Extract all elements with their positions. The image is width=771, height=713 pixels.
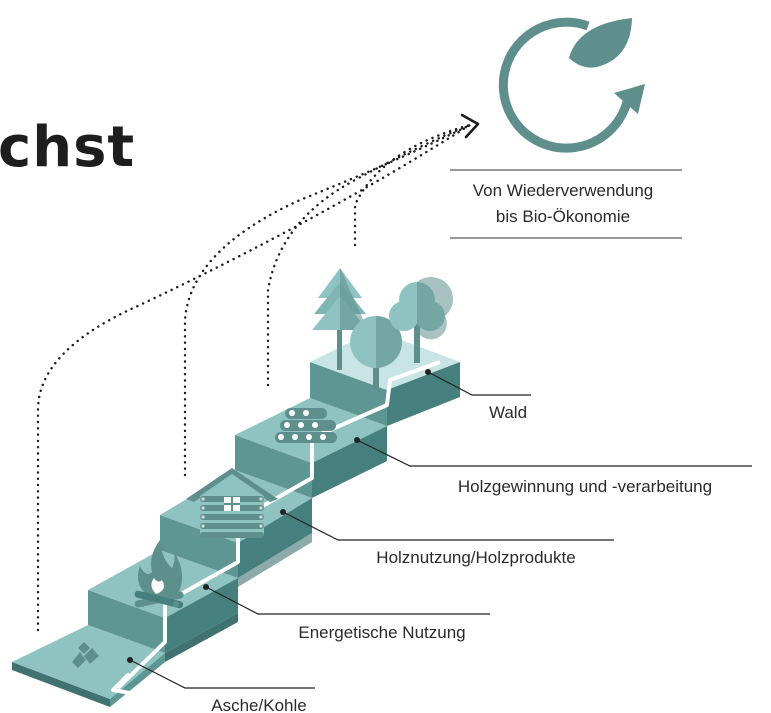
log-cabin-icon	[186, 468, 278, 538]
label-energie: Energetische Nutzung	[298, 623, 465, 642]
recycle-leaf-icon	[498, 17, 645, 153]
flow-arrow-icon	[111, 673, 132, 695]
dotted-arrow-energie	[183, 123, 472, 477]
label-holzgewinnung: Holzgewinnung und -verarbeitung	[458, 477, 712, 496]
forest-icon	[312, 268, 454, 390]
economy-label-line1: Von Wiederverwendung	[473, 181, 654, 200]
ash-icon	[72, 642, 99, 668]
label-wald: Wald	[489, 403, 527, 422]
log-pile-icon	[275, 408, 337, 443]
label-asche: Asche/Kohle	[211, 696, 306, 713]
cascade-arrows	[36, 113, 480, 632]
dotted-arrow-asche	[36, 123, 472, 632]
dotted-arrow-holznutzung	[266, 123, 472, 387]
campfire-icon	[134, 540, 184, 609]
page-heading: chst	[0, 115, 135, 180]
label-holznutzung: Holznutzung/Holzprodukte	[376, 548, 575, 567]
label-leaders	[127, 369, 752, 689]
economy-label-line2: bis Bio-Ökonomie	[496, 207, 630, 226]
arrow-head-icon	[460, 113, 480, 139]
